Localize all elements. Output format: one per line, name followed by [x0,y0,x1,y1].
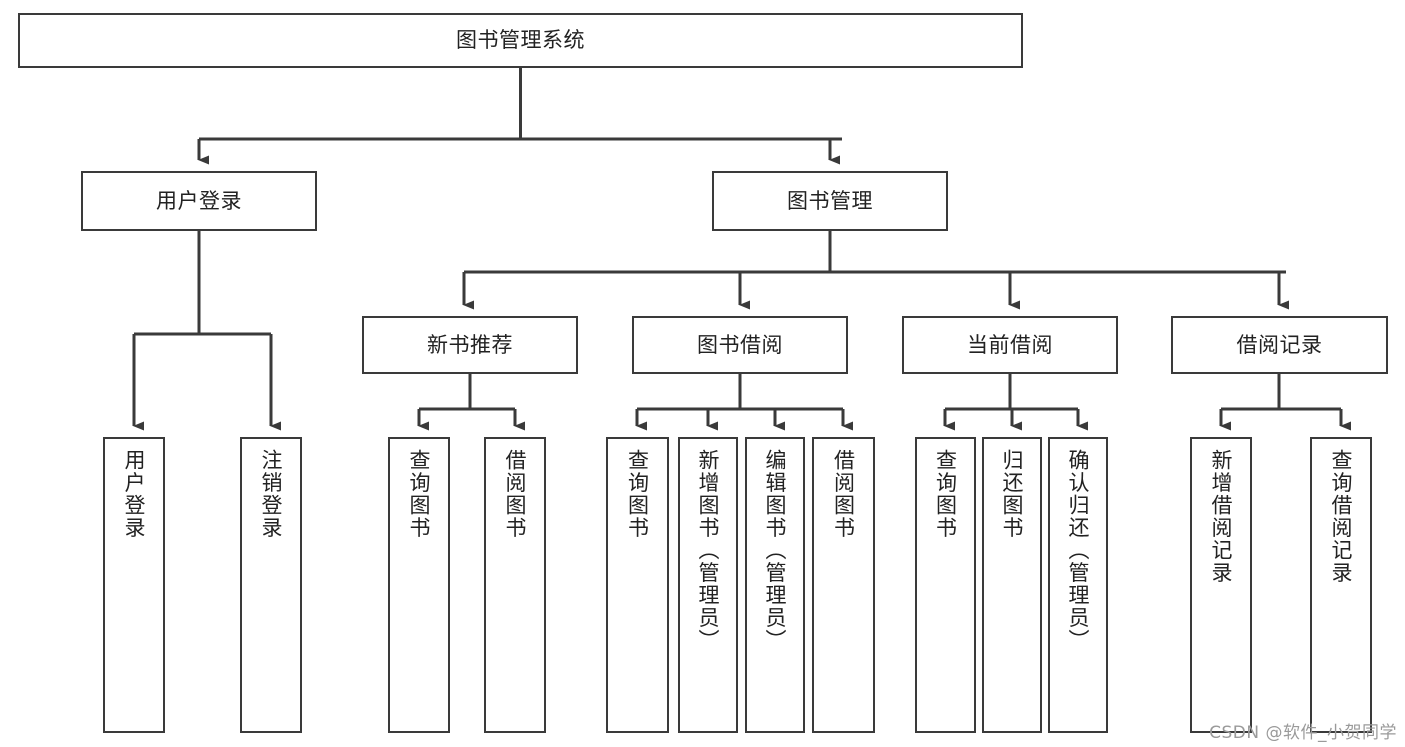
node-leaf-user-login-label: 用户登录 [122,449,147,539]
node-leaf-query-record[interactable]: 查询借阅记录 [1310,437,1372,733]
node-leaf-confirm-return[interactable]: 确认归还（管理员） [1048,437,1108,733]
node-book-manage-label: 图书管理 [787,188,873,213]
node-borrow-record[interactable]: 借阅记录 [1171,316,1388,374]
node-leaf-add-record-label: 新增借阅记录 [1209,449,1234,584]
node-user-login[interactable]: 用户登录 [81,171,317,231]
node-leaf-add-book[interactable]: 新增图书（管理员） [678,437,738,733]
node-leaf-logout[interactable]: 注销登录 [240,437,302,733]
node-leaf-query-book-1-label: 查询图书 [407,449,432,539]
node-leaf-query-book-3[interactable]: 查询图书 [915,437,976,733]
node-leaf-logout-label: 注销登录 [259,449,284,539]
node-leaf-borrow-book-1[interactable]: 借阅图书 [484,437,546,733]
node-leaf-return-book-label: 归还图书 [1000,449,1025,539]
node-root-label: 图书管理系统 [456,28,585,53]
node-current-borrow-label: 当前借阅 [967,332,1053,357]
node-leaf-query-book-1[interactable]: 查询图书 [388,437,450,733]
node-user-login-label: 用户登录 [156,188,242,213]
node-leaf-query-book-3-label: 查询图书 [933,449,958,539]
node-leaf-confirm-return-label: 确认归还（管理员） [1066,449,1091,652]
node-leaf-add-book-label: 新增图书（管理员） [696,449,721,652]
node-book-borrow[interactable]: 图书借阅 [632,316,848,374]
node-leaf-user-login[interactable]: 用户登录 [103,437,165,733]
node-leaf-borrow-book-2-label: 借阅图书 [831,449,856,539]
node-new-book-recommend-label: 新书推荐 [427,332,513,357]
node-borrow-record-label: 借阅记录 [1236,332,1323,357]
node-leaf-query-book-2[interactable]: 查询图书 [606,437,669,733]
node-leaf-edit-book-label: 编辑图书（管理员） [763,449,788,652]
node-leaf-return-book[interactable]: 归还图书 [982,437,1042,733]
node-leaf-query-record-label: 查询借阅记录 [1329,449,1354,584]
node-new-book-recommend[interactable]: 新书推荐 [362,316,578,374]
node-leaf-add-record[interactable]: 新增借阅记录 [1190,437,1252,733]
node-book-borrow-label: 图书借阅 [697,332,783,357]
node-leaf-edit-book[interactable]: 编辑图书（管理员） [745,437,805,733]
node-leaf-borrow-book-1-label: 借阅图书 [503,449,528,539]
node-current-borrow[interactable]: 当前借阅 [902,316,1118,374]
node-leaf-query-book-2-label: 查询图书 [625,449,650,539]
node-leaf-borrow-book-2[interactable]: 借阅图书 [812,437,875,733]
node-book-manage[interactable]: 图书管理 [712,171,948,231]
node-root[interactable]: 图书管理系统 [18,13,1023,68]
